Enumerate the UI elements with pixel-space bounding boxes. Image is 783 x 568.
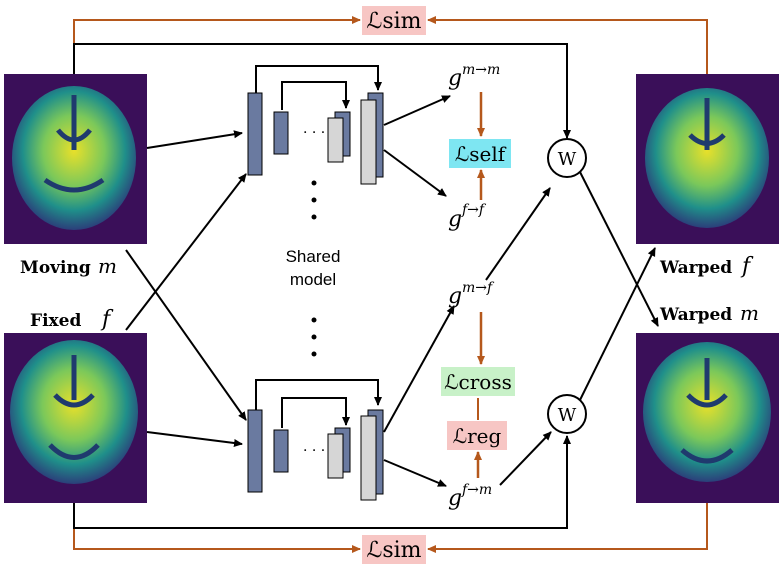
fixed-to-bottom-net-arrow [146, 431, 243, 447]
moving-image [4, 74, 147, 244]
dots-horizontal: · · · [303, 125, 325, 141]
warp-to-warped-f-arrow [579, 247, 656, 401]
svg-text:W: W [558, 149, 577, 170]
brain-mri-image [643, 342, 771, 482]
warp-operator-top: W [547, 138, 587, 178]
label-g-f-to-m: g f→m [448, 482, 492, 511]
svg-text:ℒreg: ℒreg [453, 424, 502, 448]
moving-to-warp-arrow [73, 43, 571, 139]
dots-horizontal: · · · [303, 443, 325, 459]
svg-text:Warped: Warped [659, 258, 732, 278]
svg-text:g: g [448, 284, 462, 309]
svg-text:ℒcross: ℒcross [444, 370, 512, 394]
svg-text:g: g [448, 486, 462, 511]
loss-reg: ℒreg [447, 421, 507, 450]
label-g-m-to-f: g m→f [448, 280, 495, 309]
dots-vertical [311, 180, 317, 357]
svg-text:ℒsim: ℒsim [366, 538, 421, 563]
svg-text:g: g [448, 66, 462, 91]
svg-text:Warped: Warped [659, 305, 732, 325]
svg-text:m: m [740, 301, 759, 325]
brain-mri-image [12, 86, 136, 230]
fixed-image [4, 333, 147, 503]
svg-text:m: m [98, 254, 117, 278]
moving-to-bottom-net-arrow [125, 249, 247, 421]
gmf-to-warp-arrow [485, 187, 551, 281]
gfm-to-warp-arrow [499, 431, 552, 486]
warp-to-warped-m-arrow [579, 171, 659, 327]
loss-cross: ℒcross [441, 367, 515, 396]
network-bottom: · · · [247, 379, 384, 501]
warp-operator-bottom: W [547, 394, 587, 434]
svg-text:f: f [100, 307, 114, 332]
fixed-to-warp-arrow [73, 435, 571, 529]
svg-text:g: g [448, 207, 462, 232]
svg-text:f: f [740, 254, 754, 279]
warp-operator-icon [547, 138, 587, 178]
caption-fixed: Fixed f [30, 307, 114, 332]
brain-mri-image [10, 340, 138, 484]
label-g-m-to-m: g m→m [448, 62, 500, 91]
loss-sim-bottom: ℒsim [362, 535, 426, 564]
top-net-to-gff-arrow [383, 149, 447, 197]
loss-sim-top: ℒsim [362, 6, 426, 35]
shared-model-label-line1: Shared [286, 247, 341, 266]
loss-self: ℒself [449, 139, 511, 168]
top-net-to-gmm-arrow [383, 95, 451, 126]
moving-to-top-net-arrow [146, 130, 243, 149]
bottom-net-to-gfm-arrow [383, 459, 447, 487]
svg-text:m→f: m→f [462, 280, 495, 296]
svg-text:Fixed: Fixed [30, 311, 81, 331]
shared-model-label-line2: model [290, 270, 336, 289]
svg-text:ℒsim: ℒsim [366, 9, 421, 34]
label-g-f-to-f: g f→f [448, 202, 487, 232]
bottom-net-to-gmf-arrow [383, 305, 455, 433]
svg-text:f→m: f→m [461, 482, 492, 498]
caption-warped-m: Warped m [659, 301, 759, 325]
svg-text:f→f: f→f [461, 202, 487, 218]
fixed-to-top-net-arrow [125, 173, 247, 331]
caption-moving: Moving m [20, 254, 117, 278]
svg-text:W: W [558, 405, 577, 426]
svg-text:ℒself: ℒself [455, 142, 507, 166]
warped-f-image [636, 74, 779, 244]
brain-mri-image [645, 88, 769, 228]
warped-m-image [636, 333, 779, 503]
svg-text:m→m: m→m [462, 62, 500, 78]
svg-text:Moving: Moving [20, 258, 91, 278]
caption-warped-f: Warped f [659, 254, 754, 279]
warp-operator-icon [547, 394, 587, 434]
network-top: · · · [247, 65, 384, 185]
